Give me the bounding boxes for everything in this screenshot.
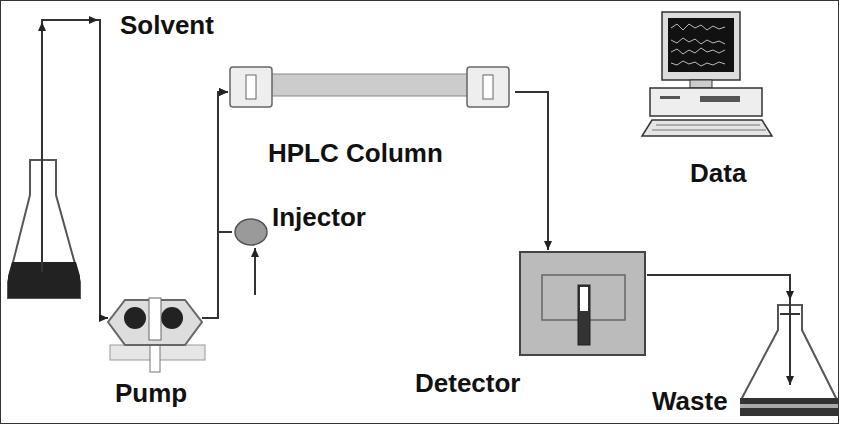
- solvent-tube: [42, 20, 100, 280]
- computer-icon: [642, 12, 772, 136]
- component-label: Injector: [272, 202, 366, 232]
- injector-node: Injector: [232, 198, 402, 298]
- component-label: Solvent: [120, 10, 214, 40]
- flow-line: [647, 275, 790, 300]
- flow-line: [100, 280, 108, 318]
- pump-node: Pump: [108, 290, 213, 415]
- component-label: Pump: [115, 378, 187, 408]
- waste-node: Waste: [650, 300, 838, 421]
- column-node: HPLC Column: [228, 62, 515, 175]
- flow-line: [218, 92, 232, 232]
- component-label: HPLC Column: [268, 138, 443, 168]
- detector-node: Detector: [415, 250, 647, 415]
- component-label: Detector: [415, 368, 520, 398]
- flow-line: [213, 92, 228, 318]
- hplc-column: [230, 67, 509, 107]
- component-label: Waste: [652, 386, 728, 416]
- data-node: Data: [642, 8, 767, 198]
- component-label: Data: [690, 158, 746, 188]
- solvent-flask: [8, 160, 80, 298]
- injector-symbol: [235, 219, 267, 295]
- waste-flask: [740, 300, 838, 416]
- solvent-node: Solvent: [5, 5, 250, 280]
- flow-line: [515, 92, 548, 250]
- detector-box: [520, 252, 645, 355]
- pump-symbol: [108, 298, 213, 372]
